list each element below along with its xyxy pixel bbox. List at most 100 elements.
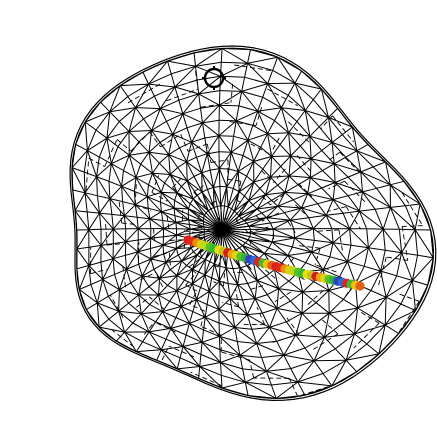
mesh-diagonal-edge — [354, 307, 359, 334]
mesh-ring-edge — [284, 192, 294, 201]
mesh-spoke-edge — [128, 294, 140, 304]
mesh-diagonal-edge — [331, 142, 335, 164]
mesh-diagonal-edge — [290, 219, 314, 230]
mesh-diagonal-edge — [221, 48, 248, 64]
mesh-ring-edge — [136, 217, 139, 229]
mesh-diagonal-edge — [254, 280, 258, 299]
mesh-diagonal-edge — [248, 181, 255, 201]
mesh-ring-edge — [83, 150, 88, 173]
mesh-ring-edge — [313, 348, 336, 362]
mesh-diagonal-edge — [162, 234, 177, 246]
mesh-ring-edge — [179, 141, 192, 149]
mesh-diagonal-edge — [177, 366, 200, 370]
hidden-edge — [317, 229, 339, 232]
mesh-ring-edge — [366, 228, 369, 248]
mesh-diagonal-edge — [380, 252, 402, 272]
mesh-spoke-edge — [162, 301, 171, 312]
mesh-spoke-edge — [241, 77, 246, 92]
mesh-ring-edge — [121, 186, 124, 202]
mesh-spoke-edge — [356, 144, 369, 152]
mesh-ring-edge — [252, 124, 268, 135]
mesh-spoke-edge — [192, 257, 202, 270]
mesh-spoke-edge — [246, 314, 253, 330]
mesh-spoke-edge — [312, 88, 322, 100]
mesh-spoke-edge — [252, 194, 266, 206]
mesh-spoke-edge — [153, 261, 167, 270]
mesh-spoke-edge — [97, 295, 109, 304]
mesh-diagonal-edge — [181, 247, 192, 262]
mesh-ring-edge — [318, 126, 333, 143]
mesh-ring-edge — [219, 335, 238, 342]
mesh-diagonal-edge — [213, 168, 220, 188]
hidden-edge — [306, 289, 324, 307]
mesh-diagonal-edge — [174, 86, 199, 95]
mesh-ring-edge — [294, 82, 314, 100]
mesh-ring-edge — [329, 242, 334, 257]
mesh-diagonal-edge — [252, 262, 258, 281]
mesh-ring-edge — [213, 205, 218, 208]
mesh-spoke-edge — [232, 171, 239, 189]
mesh-ring-edge — [310, 158, 323, 171]
mesh-spoke-edge — [260, 133, 269, 148]
mesh-spoke-edge — [87, 150, 100, 158]
mesh-diagonal-edge — [324, 333, 355, 338]
hidden-edge — [200, 102, 232, 108]
mesh-spoke-edge — [312, 324, 325, 338]
mesh-ring-edge — [246, 222, 250, 227]
mesh-diagonal-edge — [221, 229, 243, 246]
mesh-diagonal-edge — [253, 156, 272, 162]
mesh-spoke-edge — [366, 343, 380, 355]
mesh-spoke-edge — [373, 161, 386, 168]
mesh-spoke-edge — [297, 177, 311, 186]
mesh-diagonal-edge — [118, 311, 126, 333]
mesh-spoke-edge — [360, 166, 374, 173]
mesh-spoke-edge — [124, 322, 134, 333]
mesh-spoke-edge — [233, 195, 245, 212]
mesh-diagonal-edge — [245, 381, 277, 399]
mesh-spoke-edge — [135, 204, 149, 209]
mesh-diagonal-edge — [96, 279, 104, 304]
mesh-ring-edge — [111, 214, 114, 230]
mesh-spoke-edge — [321, 142, 333, 151]
mesh-diagonal-edge — [362, 191, 391, 208]
mesh-ring-edge — [213, 185, 220, 188]
mesh-ring-edge — [199, 366, 222, 376]
mesh-diagonal-edge — [237, 171, 240, 192]
mesh-ring-edge — [160, 99, 180, 110]
mesh-diagonal-edge — [138, 276, 143, 295]
mesh-spoke-edge — [79, 284, 92, 290]
mesh-diagonal-edge — [186, 142, 193, 162]
mesh-diagonal-edge — [208, 280, 220, 292]
mesh-diagonal-edge — [345, 333, 355, 361]
mesh-diagonal-edge — [189, 226, 205, 230]
hidden-edge — [326, 206, 347, 212]
mesh-ring-edge — [192, 268, 199, 273]
mesh-spoke-edge — [290, 368, 299, 383]
mesh-diagonal-edge — [186, 180, 203, 193]
mesh-ring-edge — [148, 331, 167, 340]
hidden-edge — [328, 180, 345, 190]
mesh-diagonal-edge — [100, 228, 114, 246]
mesh-ring-edge — [184, 279, 193, 285]
mesh-ring-edge — [138, 264, 143, 277]
hidden-edge — [211, 199, 220, 204]
mesh-spoke-edge — [237, 155, 244, 172]
mesh-diagonal-edge — [174, 207, 189, 210]
mesh-spoke-edge — [290, 217, 309, 221]
electrode-contact — [355, 281, 365, 291]
hidden-edge — [223, 269, 226, 287]
mesh-spoke-edge — [357, 307, 372, 318]
mesh-ring-edge — [270, 176, 278, 186]
mesh-diagonal-edge — [297, 360, 315, 383]
mesh-ring-edge — [124, 331, 143, 343]
mesh-ring-edge — [135, 95, 155, 109]
mesh-ring-edge — [146, 184, 149, 197]
mesh-diagonal-edge — [202, 122, 220, 137]
mesh-spoke-edge — [257, 97, 264, 112]
mesh-spoke-edge — [331, 134, 343, 143]
mesh-spoke-edge — [315, 302, 330, 314]
mesh-diagonal-edge — [71, 150, 88, 168]
mesh-spoke-edge — [359, 208, 376, 212]
